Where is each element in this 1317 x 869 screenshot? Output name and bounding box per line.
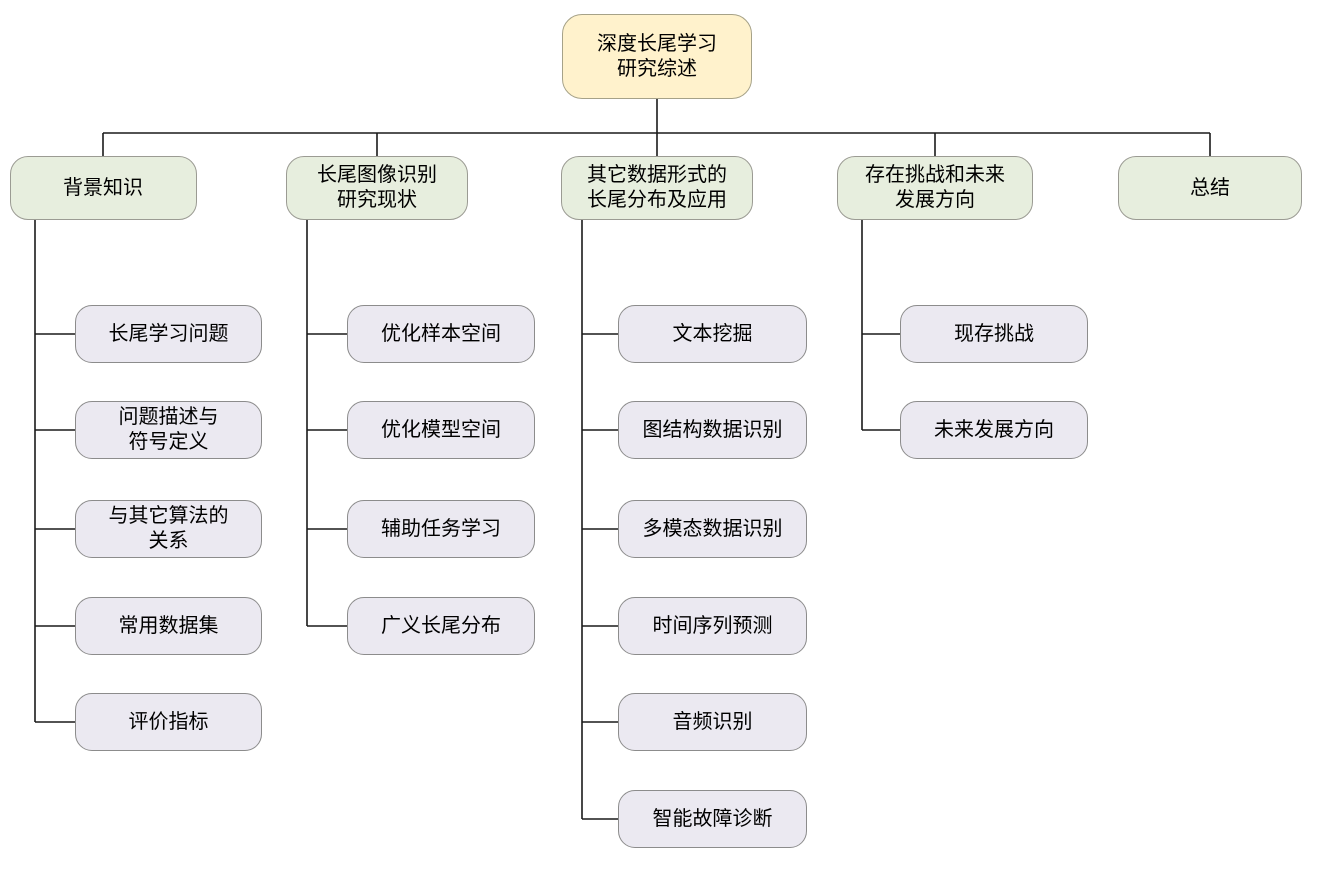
- leaf-node-intelligent-fault-diagnosis: 智能故障诊断: [618, 790, 807, 848]
- node-label-line: 多模态数据识别: [642, 517, 783, 540]
- node-label-line: 时间序列预测: [652, 614, 773, 637]
- node-label-line: 图结构数据识别: [642, 418, 783, 441]
- node-label-line: 与其它算法的: [108, 505, 229, 527]
- leaf-node-graph-structured-data-recognition: 图结构数据识别: [618, 401, 807, 459]
- leaf-node-generalized-long-tail-distribution: 广义长尾分布: [347, 597, 535, 655]
- branch-node-long-tail-image-recognition: 长尾图像识别研究现状: [286, 156, 468, 220]
- leaf-node-existing-challenges: 现存挑战: [900, 305, 1088, 363]
- leaf-node-optimize-sample-space: 优化样本空间: [347, 305, 535, 363]
- leaf-node-multimodal-data-recognition: 多模态数据识别: [618, 500, 807, 558]
- branch-node-summary: 总结: [1118, 156, 1302, 220]
- node-label-line: 文本挖掘: [672, 322, 753, 345]
- leaf-node-long-tail-learning-problem: 长尾学习问题: [75, 305, 262, 363]
- leaf-node-audio-recognition: 音频识别: [618, 693, 807, 751]
- node-label-line: 评价指标: [128, 710, 209, 733]
- branch-node-other-data-forms: 其它数据形式的长尾分布及应用: [561, 156, 753, 220]
- root-node-root: 深度长尾学习研究综述: [562, 14, 752, 99]
- branch-node-background-knowledge: 背景知识: [9, 156, 197, 220]
- node-label-line: 发展方向: [895, 189, 975, 211]
- leaf-node-optimize-model-space: 优化模型空间: [347, 401, 535, 459]
- node-label-line: 优化样本空间: [381, 322, 501, 345]
- node-label-line: 智能故障诊断: [652, 807, 773, 830]
- node-label-line: 优化模型空间: [381, 418, 501, 441]
- leaf-node-time-series-forecasting: 时间序列预测: [618, 597, 807, 655]
- leaf-node-text-mining: 文本挖掘: [618, 305, 807, 363]
- node-label-line: 研究综述: [617, 57, 697, 80]
- node-label-line: 背景知识: [63, 176, 143, 199]
- node-label-line: 广义长尾分布: [381, 614, 501, 637]
- branch-node-challenges-and-future: 存在挑战和未来发展方向: [837, 156, 1033, 220]
- leaf-node-problem-description-notation: 问题描述与符号定义: [75, 401, 262, 459]
- leaf-node-evaluation-metrics: 评价指标: [75, 693, 262, 751]
- leaf-node-auxiliary-task-learning: 辅助任务学习: [347, 500, 535, 558]
- node-label-line: 研究现状: [337, 189, 417, 211]
- node-label-line: 其它数据形式的: [587, 164, 727, 186]
- node-label-line: 常用数据集: [118, 614, 219, 637]
- node-label-line: 音频识别: [672, 710, 753, 733]
- node-label-line: 未来发展方向: [934, 418, 1054, 441]
- node-label-line: 长尾学习问题: [108, 322, 229, 345]
- node-label-line: 总结: [1190, 176, 1230, 199]
- leaf-node-relation-to-other-algorithms: 与其它算法的关系: [75, 500, 262, 558]
- leaf-node-future-directions: 未来发展方向: [900, 401, 1088, 459]
- node-label-line: 长尾分布及应用: [587, 189, 727, 211]
- node-label-line: 问题描述与: [118, 406, 219, 428]
- node-label-line: 深度长尾学习: [597, 32, 717, 55]
- node-label-line: 辅助任务学习: [381, 517, 501, 540]
- node-label-line: 现存挑战: [954, 322, 1034, 345]
- node-label-line: 长尾图像识别: [317, 164, 437, 186]
- node-label-line: 存在挑战和未来: [865, 164, 1005, 186]
- tree-edges: [34, 99, 1211, 820]
- node-label-line: 符号定义: [128, 431, 209, 453]
- node-label-line: 关系: [148, 530, 189, 552]
- leaf-node-common-datasets: 常用数据集: [75, 597, 262, 655]
